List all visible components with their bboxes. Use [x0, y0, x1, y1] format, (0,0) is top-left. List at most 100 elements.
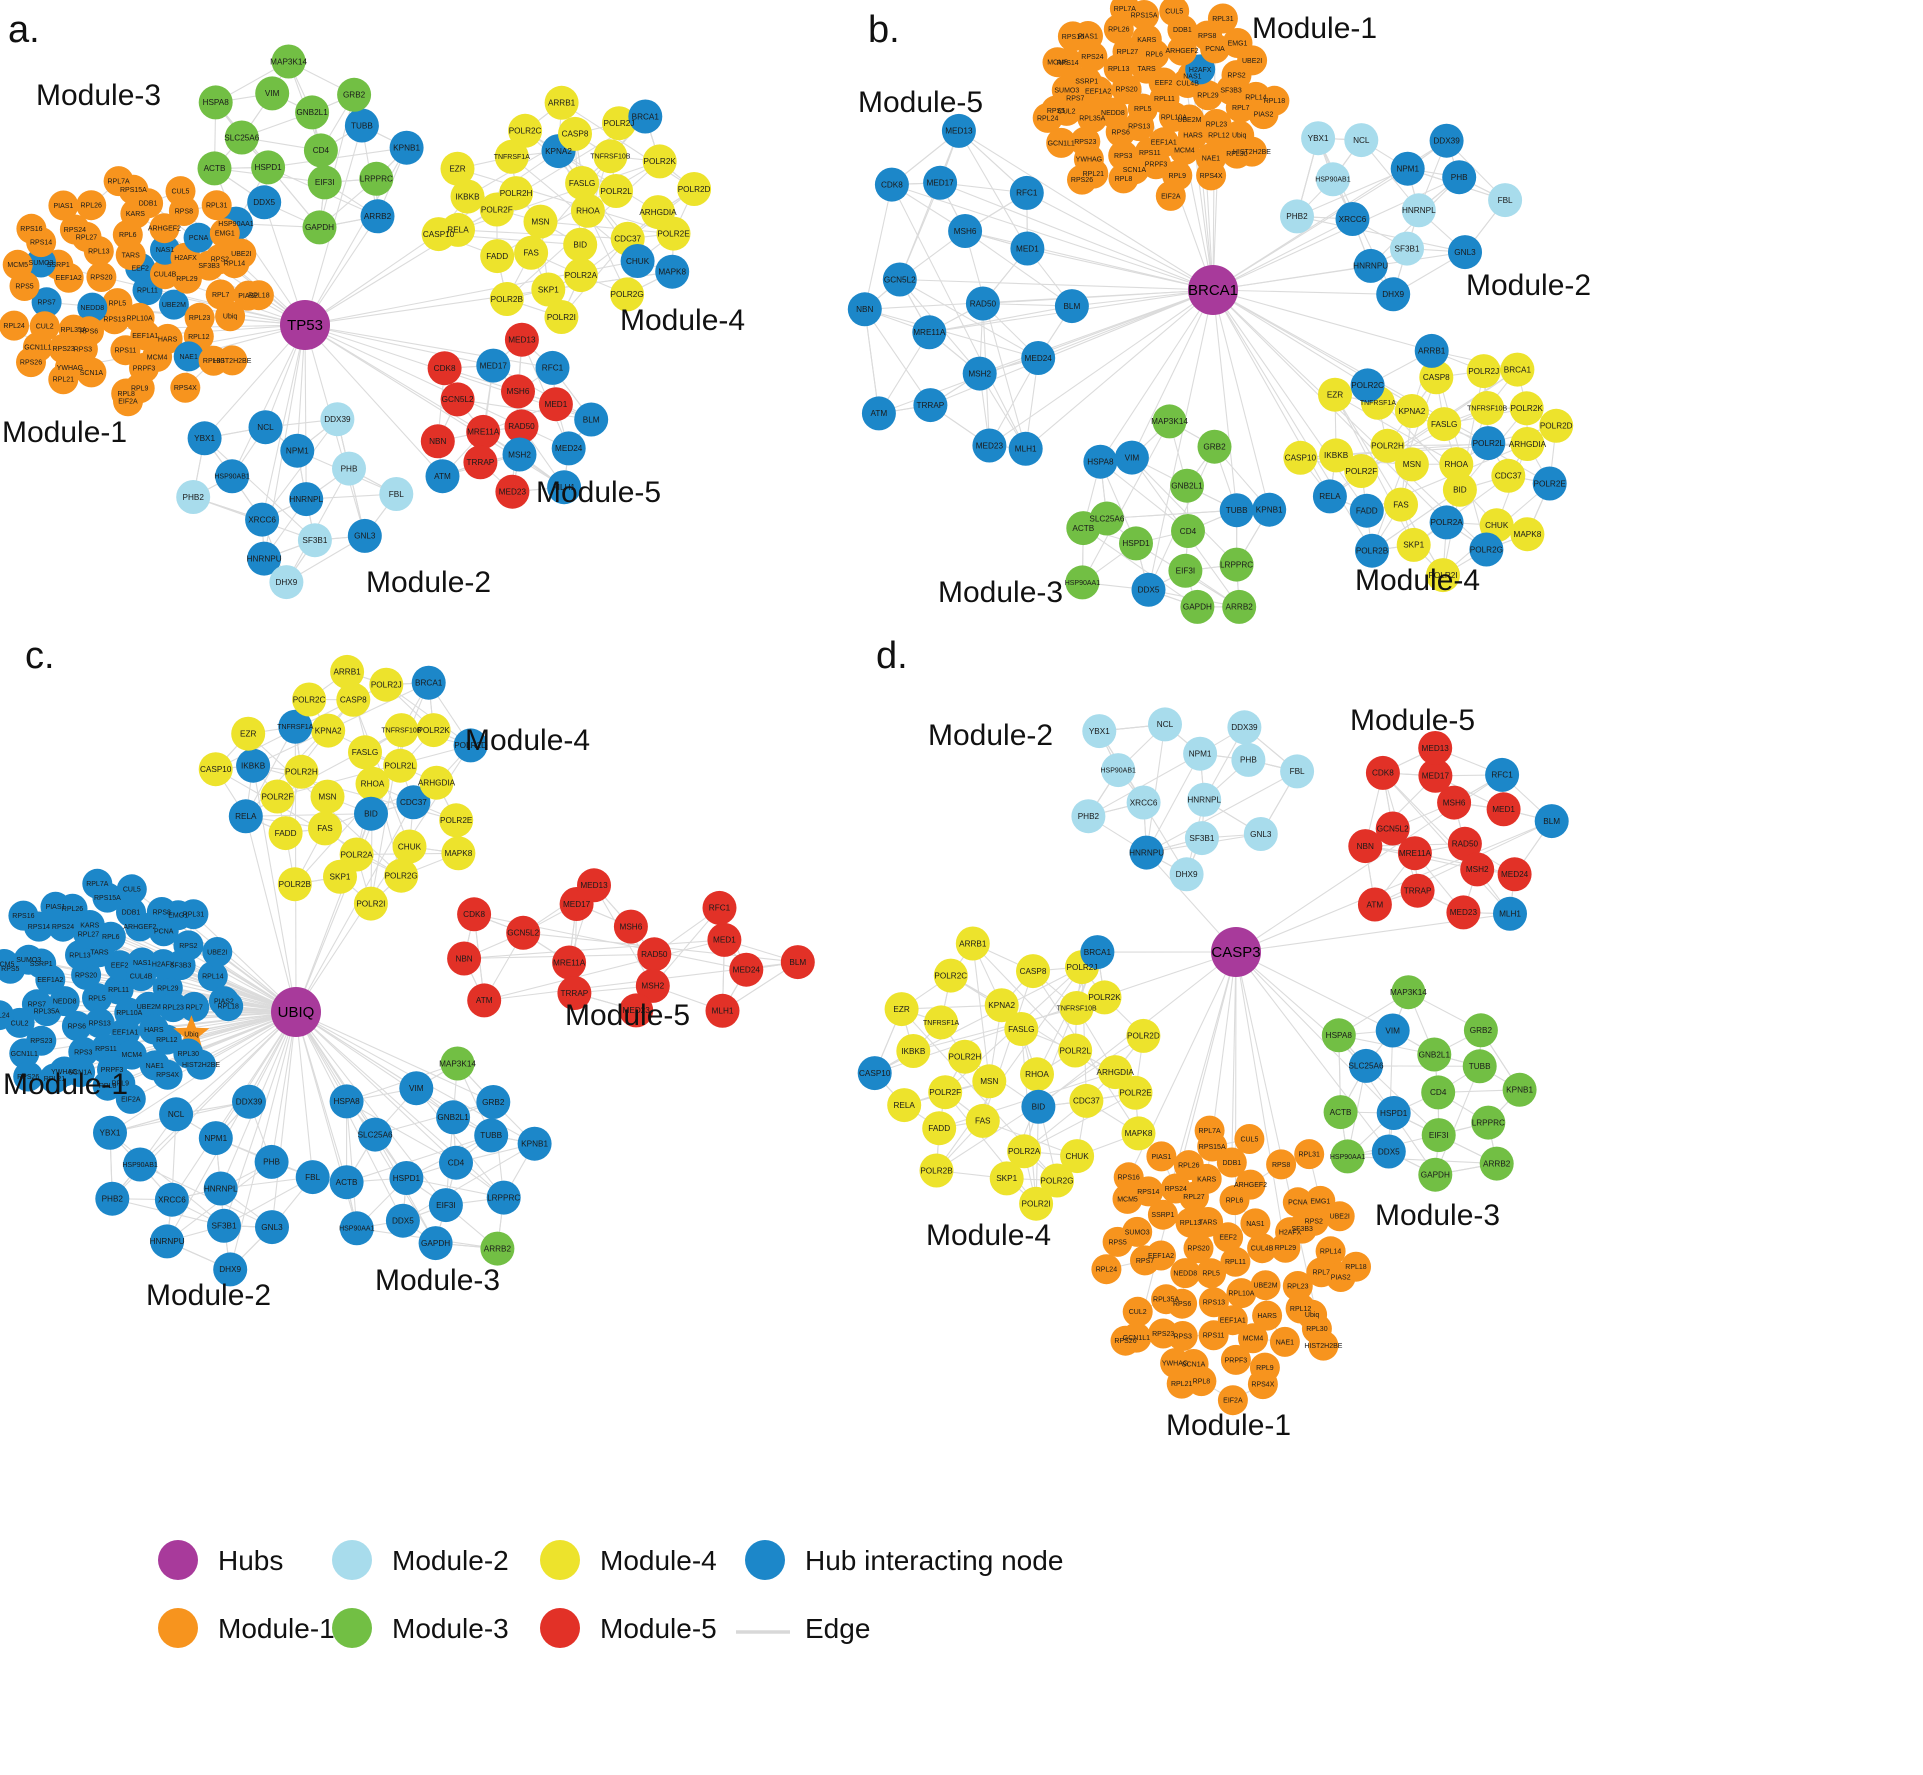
node-rps23 — [1148, 1318, 1179, 1349]
node-med1 — [1010, 231, 1045, 266]
node-lrpprc — [359, 161, 394, 196]
node-rfc1 — [1009, 175, 1044, 210]
node-grb2 — [1463, 1013, 1498, 1048]
node-label-med1: MED1 — [545, 400, 568, 409]
node-rps13 — [1198, 1287, 1229, 1318]
node-eif2a — [115, 1083, 146, 1114]
node-mapk8 — [1510, 517, 1545, 552]
node-label-polr2g: POLR2G — [610, 290, 643, 299]
node-label-rpl10a: RPL10A — [127, 315, 153, 322]
node-label-rps5: RPS5 — [1108, 1239, 1126, 1246]
node-hsp90ab1 — [215, 459, 250, 494]
node-msn — [310, 779, 345, 814]
node-label-eef1a1: EEF1A1 — [132, 333, 158, 340]
node-label-polr2d: POLR2D — [678, 185, 711, 194]
node-polr2g — [1040, 1163, 1074, 1198]
node-polr2f — [260, 779, 295, 814]
node-label-ubiq: Ubiq — [223, 314, 238, 321]
edge — [1231, 951, 1237, 1163]
node-actb — [197, 151, 232, 186]
node-gapdh — [418, 1226, 453, 1261]
node-hsp90aa1 — [339, 1211, 374, 1246]
node-label-hnrnpl: HNRNPL — [204, 1184, 238, 1193]
node-label-hspd1: HSPD1 — [393, 1174, 421, 1183]
edge — [913, 1007, 1077, 1052]
edge — [1147, 289, 1214, 590]
node-label-ezr: EZR — [1327, 390, 1343, 399]
legend-label-module-2: Module-2 — [392, 1545, 509, 1576]
panel-letter-c: c. — [25, 635, 55, 677]
node-med1 — [538, 387, 573, 422]
node-label-rpl12: RPL12 — [1208, 132, 1230, 139]
edge — [261, 324, 306, 520]
node-label-msn: MSN — [1403, 460, 1421, 469]
node-label-cdc37: CDC37 — [1495, 472, 1522, 481]
node-rps11 — [1198, 1320, 1229, 1351]
edge — [295, 1011, 454, 1118]
node-label-gapdh: GAPDH — [421, 1239, 450, 1248]
node-polr2k — [1509, 391, 1544, 426]
node-label-eef1a2: EEF1A2 — [1148, 1253, 1174, 1260]
edge — [1212, 289, 1432, 352]
node-eif3i — [428, 1188, 463, 1223]
node-label-polr2a: POLR2A — [1430, 518, 1463, 527]
node-label-arhgef2: ARHGEF2 — [148, 226, 181, 233]
node-label-scn1a: SCN1A — [68, 1069, 92, 1076]
module-label-a-module-2: Module-2 — [366, 566, 491, 599]
node-label-ubiq: Ubiq — [1232, 133, 1247, 140]
edge — [231, 324, 306, 477]
edge — [1146, 770, 1298, 854]
node-label-grb2: GRB2 — [1203, 442, 1226, 451]
node-cul5 — [1159, 0, 1190, 27]
node-label-pias1: PIAS1 — [1078, 33, 1098, 40]
node-label-bid: BID — [1453, 486, 1467, 495]
node-label-nbn: NBN — [429, 437, 446, 446]
node-label-kpna2: KPNA2 — [988, 1001, 1015, 1010]
node-label-casp8: CASP8 — [340, 696, 367, 705]
node-brca1 — [1080, 935, 1115, 970]
node-ybx1 — [1082, 714, 1117, 749]
edge — [204, 437, 316, 541]
node-label-casp8: CASP8 — [562, 130, 589, 139]
node-pias1 — [40, 891, 71, 922]
node-label-hist2h2be: HIST2H2BE — [1304, 1343, 1342, 1350]
hub-label-brca1: BRCA1 — [1188, 282, 1238, 299]
node-polr2j — [369, 667, 404, 702]
node-arrb2 — [360, 199, 395, 234]
node-label-fadd: FADD — [928, 1124, 950, 1133]
node-rpl8 — [92, 1070, 123, 1101]
node-rpl12 — [151, 1024, 182, 1055]
legend-label-module-4: Module-4 — [600, 1545, 717, 1576]
node-label-cul4b: CUL4B — [1176, 80, 1199, 87]
node-label-rpl24: RPL24 — [3, 323, 25, 330]
node-label-rpl5: RPL5 — [88, 995, 106, 1002]
node-label-med24: MED24 — [1025, 354, 1053, 363]
node-label-phb2: PHB2 — [1078, 812, 1100, 821]
module-label-d-module-1: Module-1 — [1166, 1409, 1291, 1442]
node-msh2 — [502, 437, 537, 472]
node-label-rpl12: RPL12 — [188, 334, 210, 341]
node-label-hnrnpl: HNRNPL — [1402, 206, 1436, 215]
node-label-rfc1: RFC1 — [1491, 771, 1513, 780]
node-polr2b — [277, 867, 312, 902]
node-label-rps20: RPS20 — [90, 274, 112, 281]
node-label-blm: BLM — [1543, 817, 1560, 826]
node-label-med24: MED24 — [733, 965, 761, 974]
node-mre11a — [466, 414, 501, 449]
node-trrap — [463, 445, 498, 480]
node-msh2 — [1460, 852, 1495, 887]
edge — [1146, 724, 1166, 853]
edge — [1023, 1092, 1136, 1152]
edge — [1082, 527, 1198, 608]
node-hspd1 — [1119, 526, 1153, 561]
node-gcn1l1 — [1046, 127, 1077, 158]
node-label-polr2i: POLR2I — [356, 899, 385, 908]
edge — [964, 230, 1027, 449]
node-msh6 — [948, 214, 983, 248]
node-polr2e — [1532, 466, 1567, 501]
node-label-arrb1: ARRB1 — [333, 668, 361, 677]
node-label-gcn1l1: GCN1L1 — [1123, 1335, 1150, 1342]
module-label-d-module-4: Module-4 — [926, 1219, 1051, 1252]
node-label-skp1: SKP1 — [1403, 541, 1424, 550]
node-med13 — [941, 113, 976, 148]
